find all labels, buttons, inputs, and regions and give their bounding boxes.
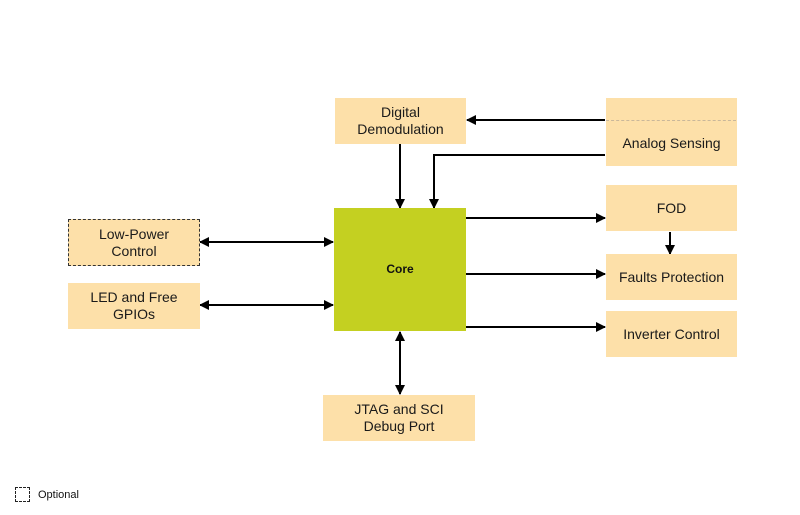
core-block: Core <box>334 208 466 331</box>
legend: Optional <box>15 487 79 502</box>
digital-demodulation-block: Digital Demodulation <box>335 98 466 144</box>
analog-sensing-block: Analog Sensing <box>606 98 737 166</box>
faults-protection-block: Faults Protection <box>606 254 737 300</box>
jtag-debug-block: JTAG and SCI Debug Port <box>323 395 475 441</box>
optional-dashed-box-icon <box>15 487 30 502</box>
legend-optional-label: Optional <box>38 488 79 501</box>
analog-sensing-divider <box>606 120 736 121</box>
low-power-control-block: Low-Power Control <box>68 219 200 266</box>
arrow-analog-to-core <box>429 154 605 209</box>
fod-block: FOD <box>606 185 737 231</box>
inverter-control-block: Inverter Control <box>606 311 737 357</box>
led-gpios-block: LED and Free GPIOs <box>68 283 200 329</box>
